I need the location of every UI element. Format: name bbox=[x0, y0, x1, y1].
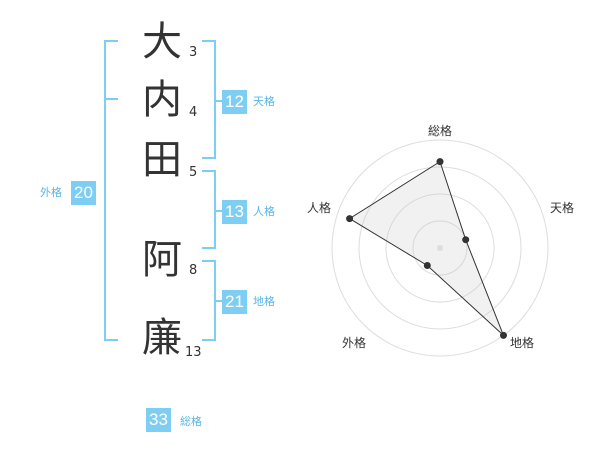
name-char-1: 大 bbox=[142, 19, 182, 65]
name-char-5: 廉 bbox=[142, 315, 182, 361]
radar-label-chikaku: 地格 bbox=[510, 336, 535, 350]
chikaku-label: 地格 bbox=[253, 295, 275, 308]
radar-point-4 bbox=[423, 262, 431, 269]
radar-rings bbox=[331, 139, 549, 357]
radar-polygon bbox=[348, 160, 504, 336]
radar-ring-1 bbox=[412, 220, 468, 276]
radar-ring-3 bbox=[358, 166, 522, 330]
radar-center bbox=[437, 245, 443, 251]
chikaku-value: 21 bbox=[222, 290, 247, 314]
radar-label-soukaku: 総格 bbox=[428, 124, 453, 138]
radar-point-2 bbox=[462, 236, 470, 244]
name-char-3: 田 bbox=[142, 137, 182, 183]
radar-point-3 bbox=[500, 331, 507, 339]
name-char-4: 阿 bbox=[142, 237, 182, 283]
stroke-count-2: 4 bbox=[189, 105, 198, 120]
gaikaku-value: 20 bbox=[71, 181, 96, 205]
radar-label-gaikaku: 外格 bbox=[342, 336, 367, 350]
jinkaku-value: 13 bbox=[222, 200, 247, 224]
stroke-count-5: 13 bbox=[185, 345, 202, 360]
radar-ring-4 bbox=[331, 139, 549, 357]
tenkaku-value: 12 bbox=[222, 90, 247, 114]
gaikaku-label: 外格 bbox=[40, 186, 62, 199]
soukaku-label: 総格 bbox=[180, 415, 202, 428]
radar-point-5 bbox=[346, 215, 354, 223]
name-char-2: 内 bbox=[142, 77, 182, 123]
jinkaku-label: 人格 bbox=[253, 205, 275, 218]
radar-ring-2 bbox=[385, 193, 495, 303]
radar-point-1 bbox=[436, 158, 444, 166]
stroke-count-3: 5 bbox=[189, 165, 198, 180]
radar-label-jinkaku: 人格 bbox=[307, 201, 332, 215]
stroke-count-1: 3 bbox=[189, 45, 198, 60]
radar-points bbox=[346, 158, 507, 339]
stroke-count-4: 8 bbox=[189, 263, 198, 278]
soukaku-value: 33 bbox=[146, 408, 171, 432]
radar-label-tenkaku: 天格 bbox=[550, 201, 575, 215]
tenkaku-label: 天格 bbox=[253, 95, 275, 108]
